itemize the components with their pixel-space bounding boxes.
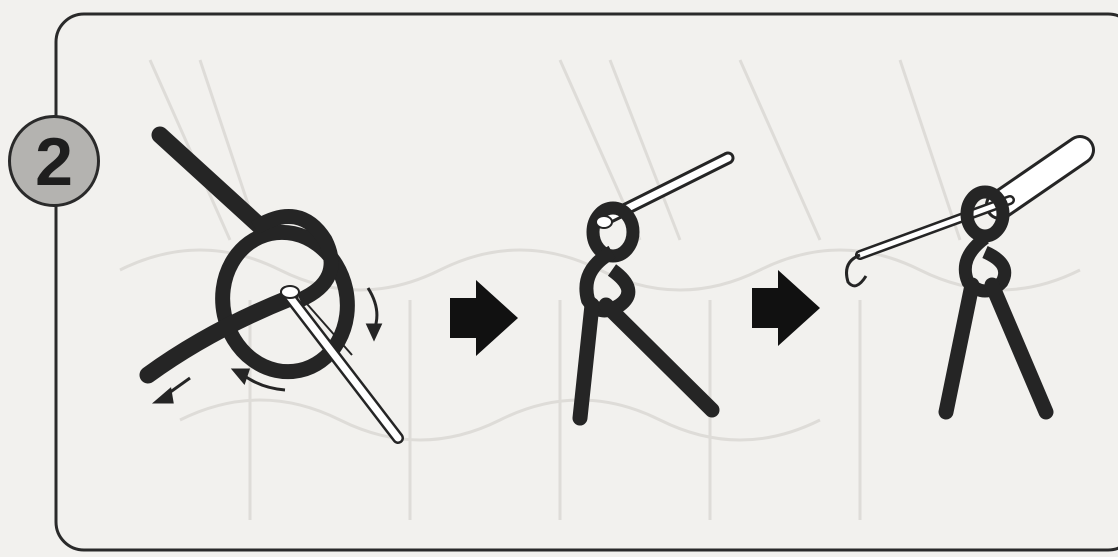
right-arrow-icon [450,280,518,356]
step-number: 2 [35,128,73,196]
step-number-badge: 2 [8,115,100,207]
panel-1-loop-with-hook [148,135,398,438]
panel-3-hook-catching-cord [847,150,1081,412]
cord-upper-end [160,135,262,228]
faint-background-pattern [120,60,1080,520]
right-arrow-icon [752,270,820,346]
